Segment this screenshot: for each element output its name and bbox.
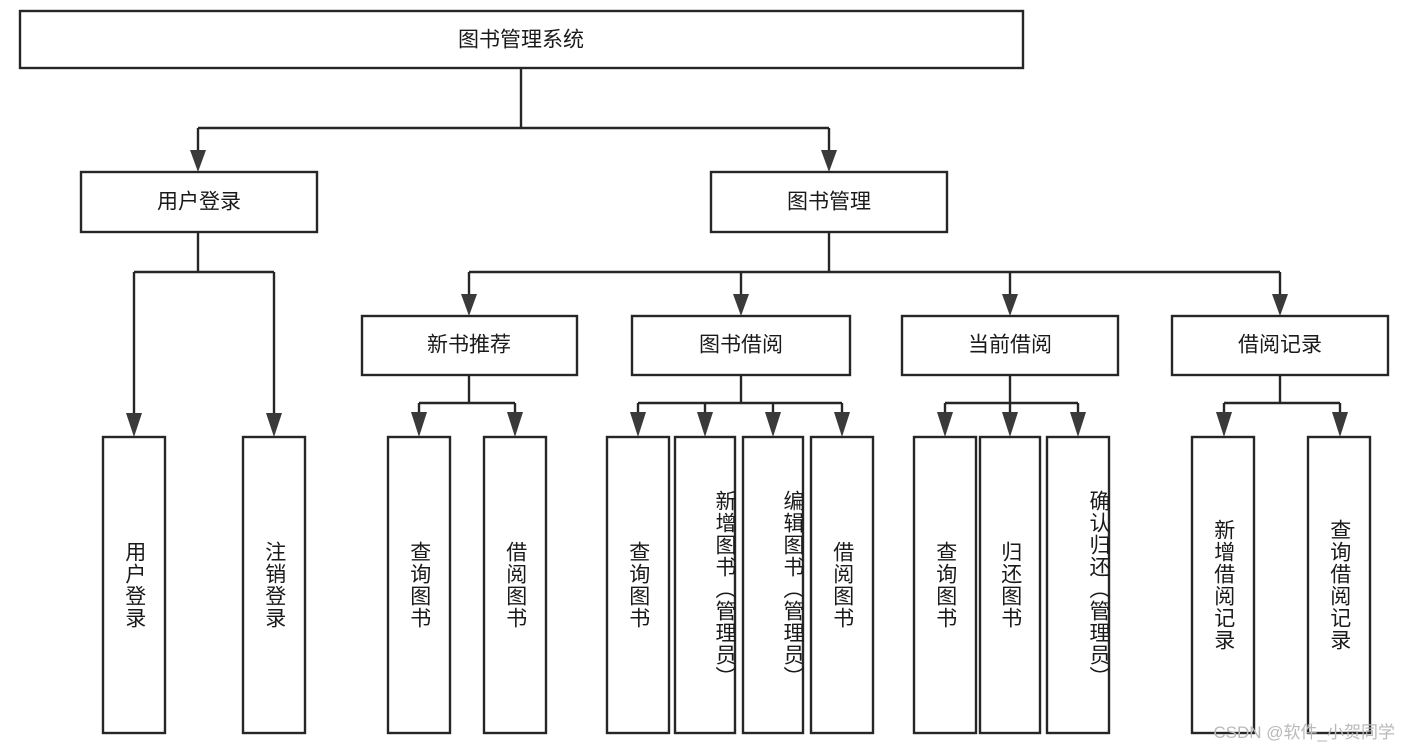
arrow-head-leaf-query-record bbox=[1332, 412, 1348, 437]
node-book-borrow-label: 图书借阅 bbox=[699, 334, 783, 357]
arrow-head-leaf-borrow-book-1 bbox=[507, 412, 523, 437]
node-leaf-user-logout-box[interactable] bbox=[241, 435, 307, 735]
arrow-head-book-manage bbox=[821, 150, 837, 172]
arrow-head-leaf-add-record bbox=[1216, 412, 1232, 437]
node-leaf-borrow-book-2-box[interactable] bbox=[809, 435, 875, 735]
arrow-head-leaf-query-book-3 bbox=[937, 412, 953, 437]
node-leaf-query-record-box[interactable] bbox=[1306, 435, 1372, 735]
arrow-head-leaf-query-book-1 bbox=[411, 412, 427, 437]
arrow-head-user-login bbox=[190, 150, 206, 172]
node-leaf-edit-book-box[interactable] bbox=[741, 435, 805, 735]
arrow-head-leaf-query-book-2 bbox=[630, 412, 646, 437]
node-borrow-record-box[interactable] bbox=[1170, 314, 1390, 377]
arrow-head-leaf-confirm-return bbox=[1070, 412, 1086, 437]
leaf-box-layer bbox=[101, 435, 1372, 735]
node-book-borrow-box[interactable] bbox=[630, 314, 852, 377]
node-current-borrow-box[interactable] bbox=[900, 314, 1120, 377]
node-new-book-recommend-label: 新书推荐 bbox=[427, 334, 511, 357]
node-user-login-label: 用户登录 bbox=[157, 191, 241, 214]
node-root[interactable]: 图书管理系统 bbox=[18, 9, 1025, 70]
node-book-manage-box[interactable] bbox=[709, 170, 949, 234]
node-leaf-confirm-return-box[interactable] bbox=[1045, 435, 1111, 735]
node-leaf-query-book-3-box[interactable] bbox=[912, 435, 978, 735]
node-root-box[interactable] bbox=[18, 9, 1025, 70]
node-borrow-record-label: 借阅记录 bbox=[1238, 334, 1322, 357]
arrow-head-book-borrow bbox=[733, 294, 749, 316]
node-new-book-recommend[interactable]: 新书推荐 bbox=[360, 314, 579, 377]
node-book-manage[interactable]: 图书管理 bbox=[709, 170, 949, 234]
arrow-head-new-book-recommend bbox=[461, 294, 477, 316]
node-current-borrow-label: 当前借阅 bbox=[968, 334, 1052, 357]
arrow-head-borrow-record bbox=[1272, 294, 1288, 316]
node-leaf-user-login-box[interactable] bbox=[101, 435, 167, 735]
node-book-borrow[interactable]: 图书借阅 bbox=[630, 314, 852, 377]
connector-layer bbox=[126, 68, 1348, 437]
node-leaf-add-book-box[interactable] bbox=[673, 435, 737, 735]
node-user-login[interactable]: 用户登录 bbox=[79, 170, 319, 234]
arrow-head-leaf-user-login bbox=[126, 413, 142, 437]
node-leaf-query-book-1-box[interactable] bbox=[386, 435, 452, 735]
arrow-head-leaf-borrow-book-2 bbox=[834, 412, 850, 437]
node-user-login-box[interactable] bbox=[79, 170, 319, 234]
node-leaf-return-book-box[interactable] bbox=[978, 435, 1042, 735]
node-leaf-query-book-2-box[interactable] bbox=[605, 435, 671, 735]
node-leaf-borrow-book-1-box[interactable] bbox=[482, 435, 548, 735]
node-leaf-add-record-box[interactable] bbox=[1190, 435, 1256, 735]
node-borrow-record[interactable]: 借阅记录 bbox=[1170, 314, 1390, 377]
arrow-head-leaf-edit-book bbox=[765, 412, 781, 437]
node-root-label: 图书管理系统 bbox=[458, 29, 584, 52]
node-book-manage-label: 图书管理 bbox=[787, 191, 871, 214]
watermark-text: CSDN @软件_小贺同学 bbox=[1213, 723, 1395, 742]
node-current-borrow[interactable]: 当前借阅 bbox=[900, 314, 1120, 377]
arrow-head-current-borrow bbox=[1002, 294, 1018, 316]
arrow-head-leaf-user-logout bbox=[266, 413, 282, 437]
arrow-head-leaf-return-book bbox=[1002, 412, 1018, 437]
node-new-book-recommend-box[interactable] bbox=[360, 314, 579, 377]
arrow-head-leaf-add-book bbox=[697, 412, 713, 437]
